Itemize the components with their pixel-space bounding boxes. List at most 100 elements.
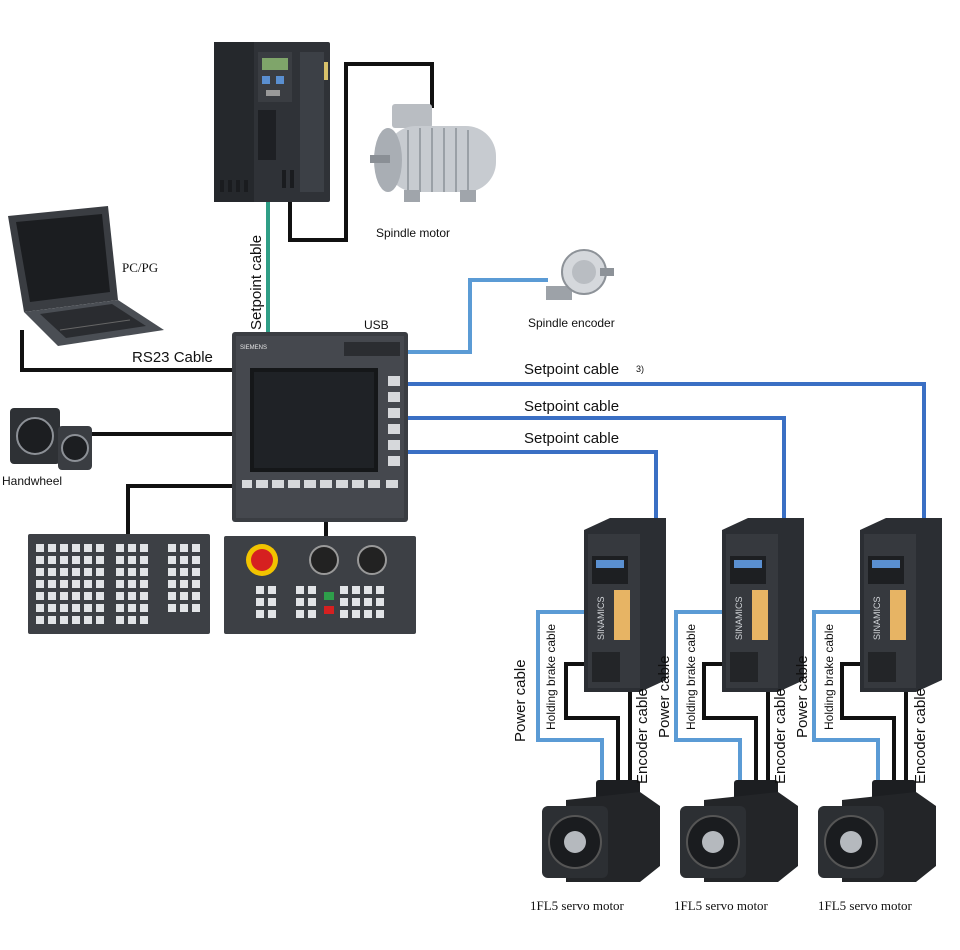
panel-key	[96, 580, 104, 588]
panel-key	[140, 580, 148, 588]
power-cable-label-1: Power cable	[512, 659, 529, 742]
panel-key	[168, 592, 176, 600]
pc-pg-label: PC/PG	[122, 260, 159, 275]
rs23-cable-line	[20, 330, 232, 372]
panel-key	[364, 586, 372, 594]
panel-key	[268, 598, 276, 606]
panel-key	[168, 556, 176, 564]
encoder-cable-label-2: Encoder cable	[772, 688, 789, 784]
laptop-icon	[8, 206, 164, 346]
panel-key	[84, 544, 92, 552]
sinamics-label-2: SINAMICS	[734, 596, 744, 640]
power-cable-label-1b: Power cable	[656, 655, 673, 738]
power-cable-line-1	[536, 610, 604, 790]
panel-key	[340, 598, 348, 606]
panel-key	[60, 556, 68, 564]
panel-key	[364, 610, 372, 618]
panel-key	[168, 568, 176, 576]
siemens-brand-label: SIEMENS	[240, 345, 267, 351]
panel-key	[296, 610, 304, 618]
handwheel-label: Handwheel	[2, 474, 63, 488]
panel-key	[60, 568, 68, 576]
panel-key	[48, 580, 56, 588]
holding-brake-cable-label-3: Holding brake cable	[822, 623, 836, 730]
panel-key	[72, 580, 80, 588]
panel-key	[128, 604, 136, 612]
panel-key	[352, 586, 360, 594]
brake-cable-line-3	[840, 662, 896, 790]
panel-key	[256, 610, 264, 618]
panel-key	[48, 568, 56, 576]
panel-key	[192, 580, 200, 588]
panel-key	[60, 604, 68, 612]
panel-key	[72, 592, 80, 600]
panel-key	[84, 556, 92, 564]
spindle-encoder-icon	[546, 249, 614, 300]
servo-motor-label-3: 1FL5 servo motor	[818, 898, 912, 913]
panel-key	[168, 544, 176, 552]
spindle-motor-label: Spindle motor	[376, 226, 451, 240]
encoder-cable-label-3: Encoder cable	[912, 688, 929, 784]
panel-key	[116, 556, 124, 564]
panel-key	[116, 616, 124, 624]
panel-key	[48, 592, 56, 600]
servo-motor-label-1: 1FL5 servo motor	[530, 898, 624, 913]
panel-key	[72, 556, 80, 564]
panel-key	[296, 586, 304, 594]
panel-key	[116, 544, 124, 552]
panel-key	[140, 556, 148, 564]
servo-motor-icon	[542, 780, 936, 882]
panel-key	[96, 556, 104, 564]
panel-key	[180, 592, 188, 600]
cnc-controller-icon	[232, 332, 408, 522]
panel-key	[60, 616, 68, 624]
panel-key	[84, 592, 92, 600]
panel-key	[180, 580, 188, 588]
setpoint-cable-spindle-label: Setpoint cable	[248, 234, 265, 330]
keyboard-cable	[126, 484, 232, 534]
panel-key	[72, 544, 80, 552]
panel-key	[376, 586, 384, 594]
panel-key	[140, 616, 148, 624]
panel-key	[352, 610, 360, 618]
panel-key	[48, 544, 56, 552]
panel-key	[72, 604, 80, 612]
panel-key	[168, 580, 176, 588]
panel-key	[128, 556, 136, 564]
panel-key	[168, 604, 176, 612]
panel-key	[268, 586, 276, 594]
setpoint-cable-label-2: Setpoint cable	[524, 398, 620, 415]
sinamics-label-3: SINAMICS	[872, 596, 882, 640]
panel-key	[36, 604, 44, 612]
usb-encoder-cable	[408, 278, 548, 354]
handwheel-icon	[10, 408, 92, 470]
setpoint-cable-label-3: Setpoint cable	[524, 430, 620, 447]
panel-key	[96, 616, 104, 624]
panel-key	[36, 592, 44, 600]
panel-key	[180, 604, 188, 612]
panel-key	[140, 592, 148, 600]
holding-brake-cable-label-1: Holding brake cable	[544, 623, 558, 730]
panel-key	[296, 598, 304, 606]
panel-key	[192, 544, 200, 552]
panel-key	[96, 604, 104, 612]
panel-key	[84, 568, 92, 576]
panel-key	[352, 598, 360, 606]
setpoint-cable-label-1: Setpoint cable	[524, 361, 620, 378]
panel-key	[180, 544, 188, 552]
panel-key	[140, 568, 148, 576]
panel-key	[128, 616, 136, 624]
sinamics-label-1: SINAMICS	[596, 596, 606, 640]
panel-key	[36, 580, 44, 588]
panel-key	[36, 544, 44, 552]
panel-key	[72, 568, 80, 576]
panel-key	[180, 556, 188, 564]
spindle-motor-icon	[370, 104, 496, 202]
panel-key	[140, 604, 148, 612]
panel-key	[256, 586, 264, 594]
panel-key	[256, 598, 264, 606]
panel-key	[268, 610, 276, 618]
power-cable-line-2	[674, 610, 742, 790]
power-cable-line-3	[812, 610, 880, 790]
